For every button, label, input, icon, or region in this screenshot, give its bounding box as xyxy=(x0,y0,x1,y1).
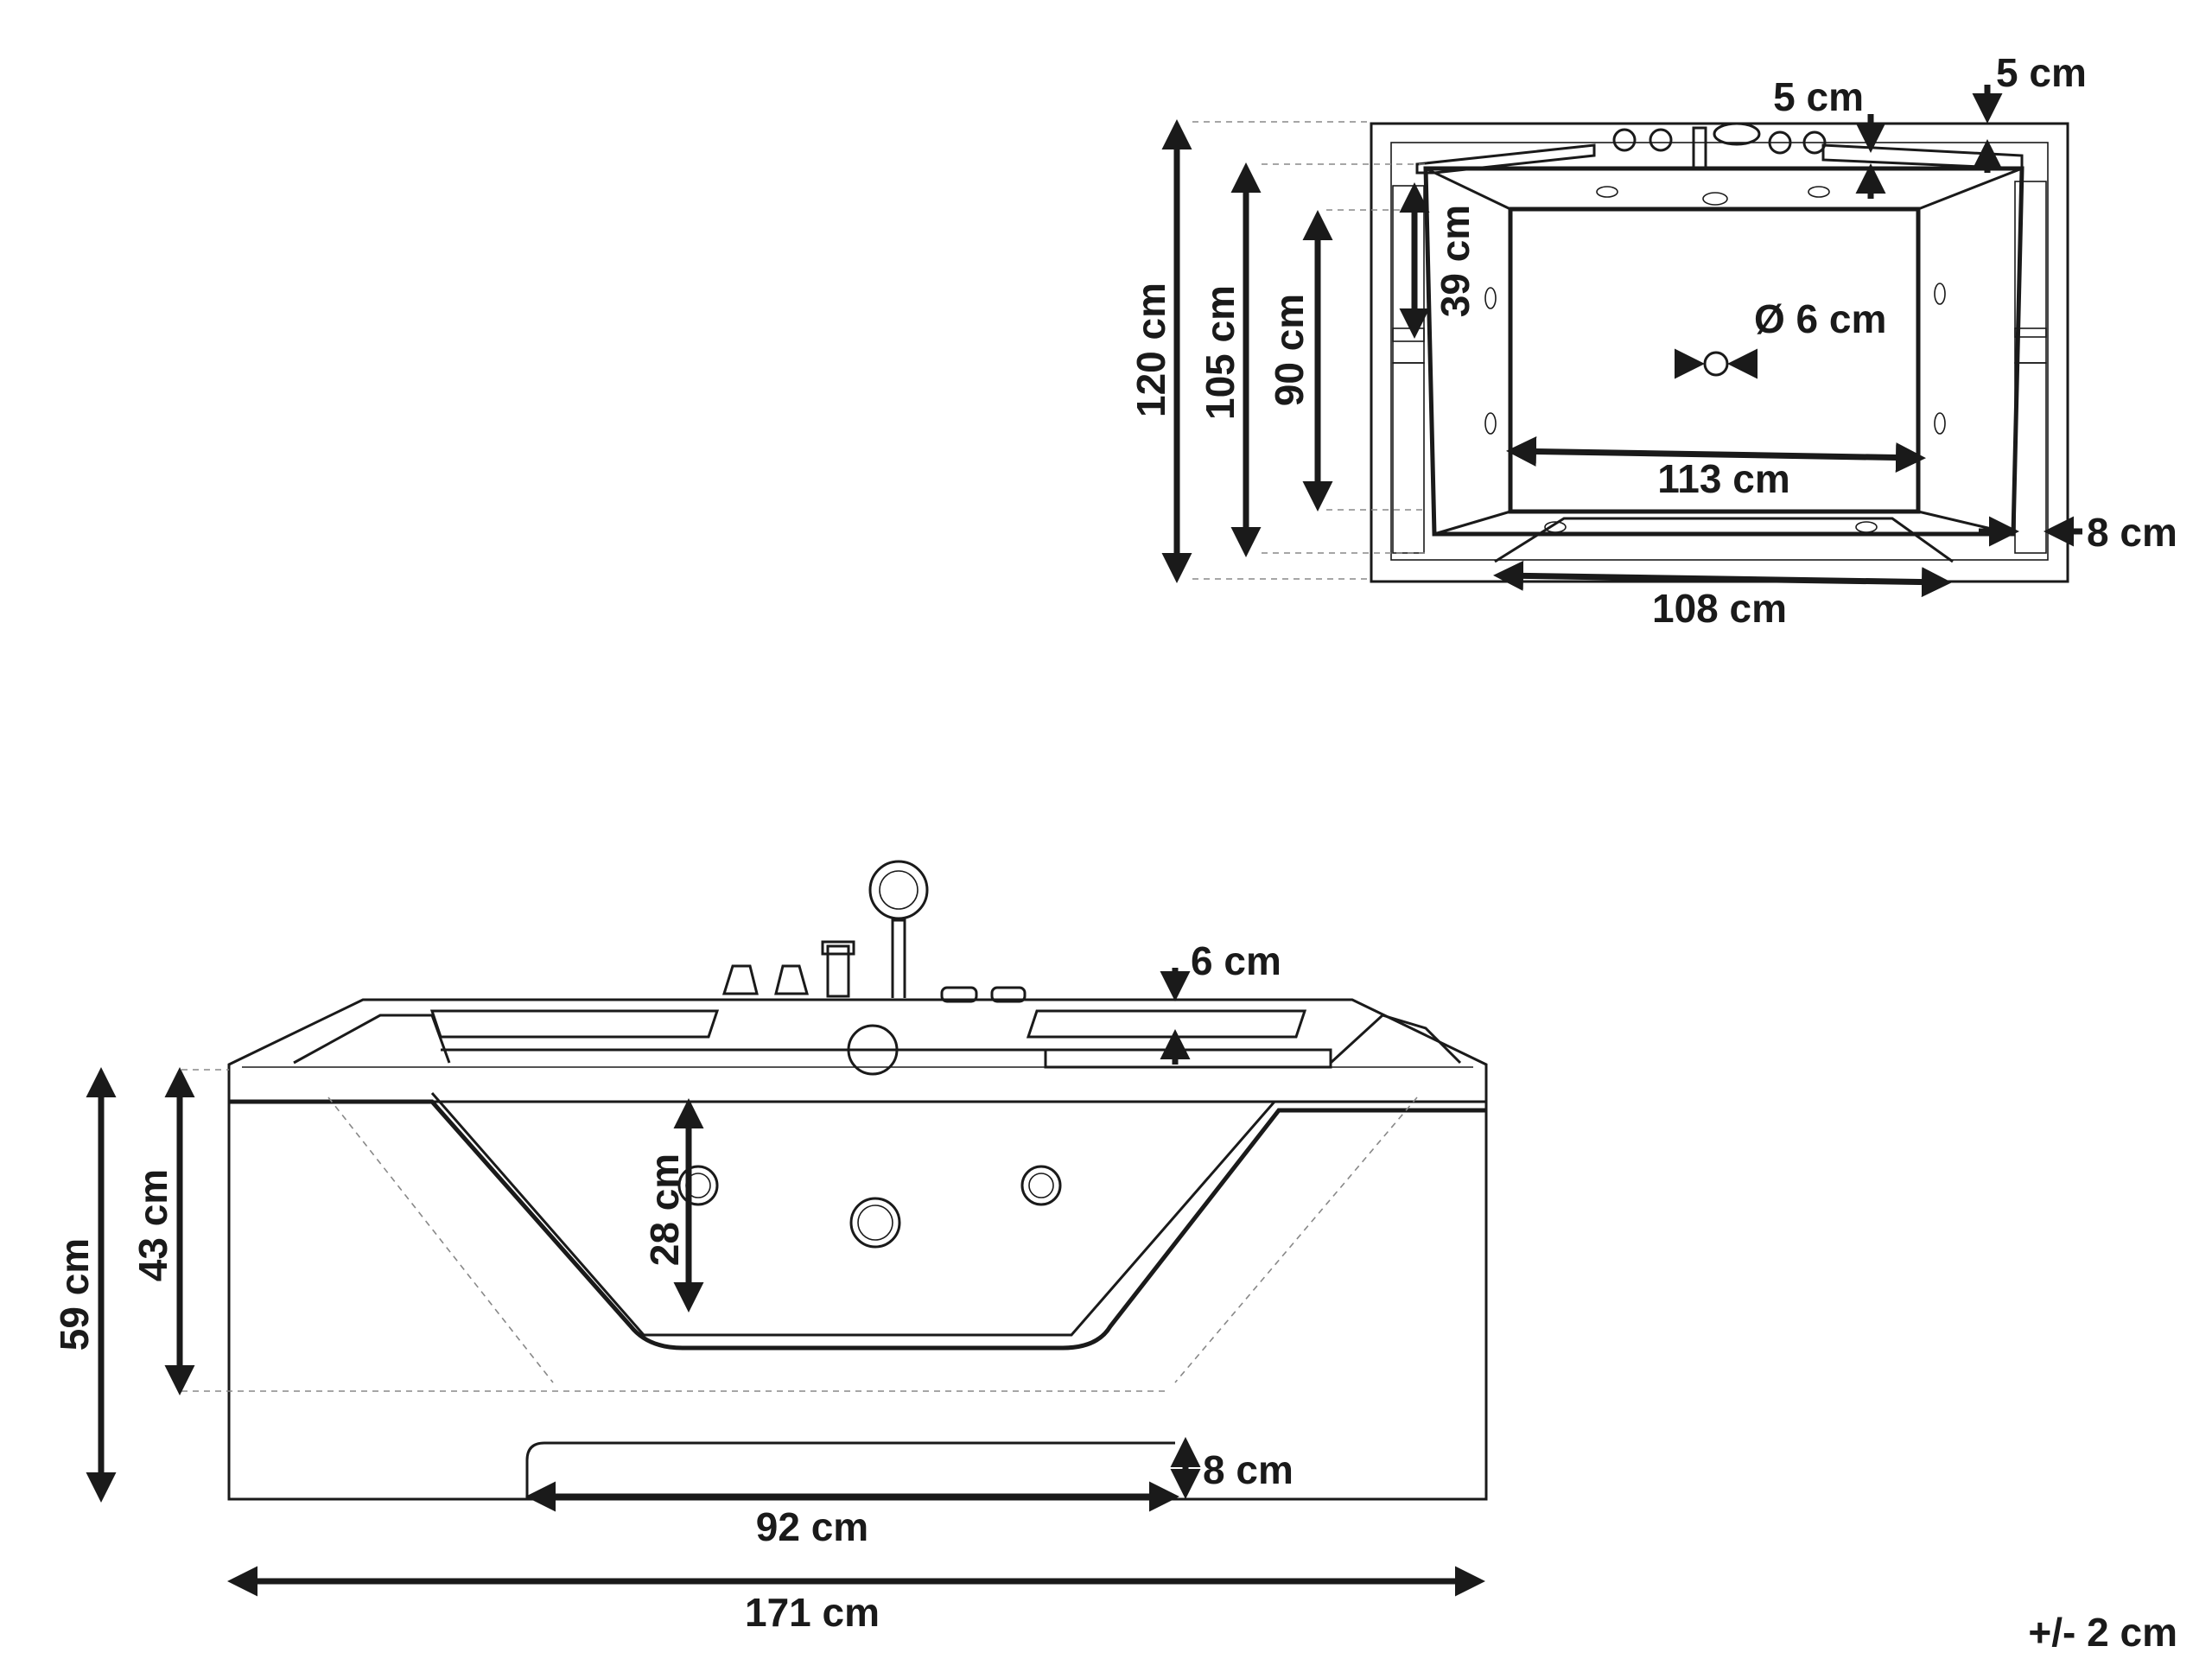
top-dim-113 xyxy=(1506,435,1926,474)
top-dim-108 xyxy=(1493,560,1952,598)
label-59cm: 59 cm xyxy=(52,1238,97,1351)
side-view-body xyxy=(227,1100,1488,1501)
label-5cm-b: 5 cm xyxy=(1996,50,2087,95)
label-108cm: 108 cm xyxy=(1652,586,1787,631)
shower-head xyxy=(868,860,929,920)
label-drain-6cm: Ø 6 cm xyxy=(1754,296,1886,341)
label-90cm: 90 cm xyxy=(1267,294,1312,406)
label-120cm: 120 cm xyxy=(1128,283,1173,417)
label-tolerance: +/- 2 cm xyxy=(2028,1610,2177,1655)
label-8cm-rim: 8 cm xyxy=(2087,510,2177,555)
label-43cm: 43 cm xyxy=(130,1169,175,1281)
label-171cm: 171 cm xyxy=(745,1590,880,1635)
top-view-jets xyxy=(1484,186,1946,533)
side-view-drawing: 59 cm 43 cm 28 cm 6 cm 8 cm 92 cm 171 cm xyxy=(52,860,1488,1635)
label-113cm: 113 cm xyxy=(1657,456,1789,501)
top-view-rim-inner-edge xyxy=(1415,143,1596,175)
label-6cm: 6 cm xyxy=(1191,938,1281,983)
side-view-jets xyxy=(677,1024,1062,1249)
top-view-faucet-controls xyxy=(1612,122,1827,171)
side-view-faucets xyxy=(721,860,1027,1003)
side-view-glass-panel xyxy=(229,1099,1486,1351)
top-view-inner-rim xyxy=(1390,142,2049,561)
top-view-step xyxy=(1494,517,1954,563)
side-view-step xyxy=(525,1441,1175,1499)
label-105cm: 105 cm xyxy=(1198,285,1243,420)
label-28cm: 28 cm xyxy=(642,1154,687,1266)
top-view-drain xyxy=(1703,351,1729,377)
label-39cm: 39 cm xyxy=(1433,205,1478,317)
top-view-drawing: 120 cm 105 cm 90 cm 39 cm Ø 6 cm 113 cm … xyxy=(1128,50,2177,631)
top-view-basin-floor xyxy=(1508,207,1921,514)
label-5cm-a: 5 cm xyxy=(1773,74,1864,119)
label-92cm: 92 cm xyxy=(756,1504,868,1549)
label-8cm-step: 8 cm xyxy=(1203,1447,1294,1492)
